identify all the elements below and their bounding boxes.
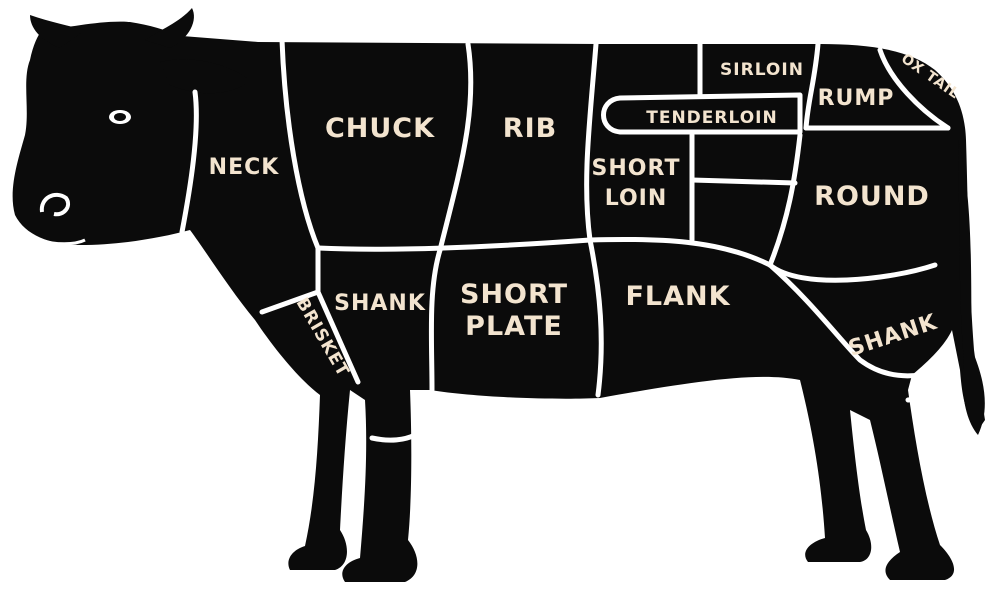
label-rib: RIB — [503, 113, 557, 144]
cow-tail — [958, 140, 985, 435]
cow-face — [39, 110, 131, 246]
label-short-plate-2: PLATE — [465, 311, 563, 342]
label-round: ROUND — [814, 181, 930, 212]
label-flank: FLANK — [625, 281, 730, 312]
label-short-loin-1: SHORT — [592, 156, 681, 181]
cow-ear-right — [160, 59, 250, 94]
cow-mouth — [39, 238, 86, 246]
cow-nostril — [39, 192, 71, 217]
cow-body — [12, 21, 986, 582]
label-tenderloin: TENDERLOIN — [646, 108, 777, 128]
label-short-plate-1: SHORT — [460, 279, 568, 310]
label-chuck: CHUCK — [325, 113, 435, 144]
label-sirloin: SIRLOIN — [720, 60, 804, 80]
label-neck: NECK — [209, 155, 280, 180]
cow-horn — [145, 8, 194, 48]
label-rump: RUMP — [818, 86, 895, 111]
cow-ear-left — [30, 15, 85, 48]
cut-lines — [179, 37, 953, 443]
label-fore-shank: SHANK — [334, 291, 426, 316]
cow-silhouette — [12, 8, 986, 582]
label-short-loin-2: LOIN — [605, 186, 668, 211]
